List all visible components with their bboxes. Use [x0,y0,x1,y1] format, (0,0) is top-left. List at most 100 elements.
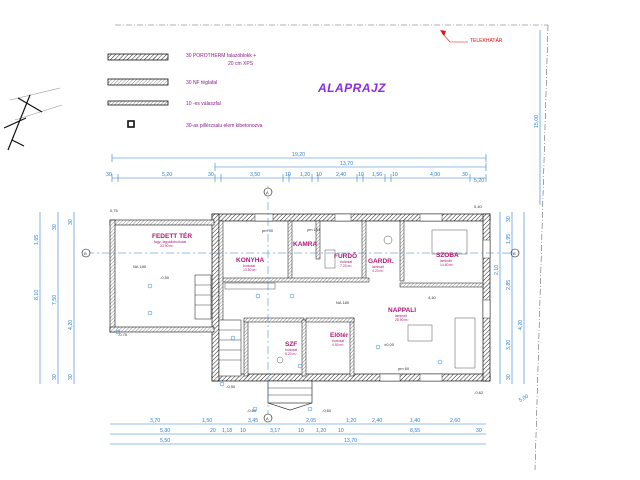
level-zero: ±0,00 [384,342,395,347]
room-gardr-sub1: laminált [372,265,384,269]
dim-r-2: 2,85 [506,280,512,290]
dim-b2-4: 3,17 [270,428,280,434]
room-eloter-sub1: burkolat [332,339,344,343]
dim-l-4: 4,20 [68,320,74,330]
section-line: B B A A [81,186,520,423]
dim-l-5: 30 [68,219,74,225]
dim-t-2: 30 [208,172,214,178]
entrance-steps [267,380,313,404]
room-szoba: SZOBA [436,252,459,259]
legend-text-4: 30-as pillérzsalu elem kibetonozva [186,123,263,129]
covered-stair [194,274,212,320]
dim-b3-1: 13,70 [344,438,357,444]
dim-r-1: 30 [506,216,512,222]
dim-t-3: 3,50 [250,172,260,178]
level-040: 0,40 [474,204,483,209]
level-neg050: -0,50 [160,275,170,280]
dim-l-1: 30 [52,224,58,230]
bed [431,229,468,255]
wall-hall-top [305,317,355,323]
wall-bath-right [361,220,367,282]
room-fedett-ter-sub1: fagy- fagyállóburkolat [154,240,186,244]
dim-b1-5: 2,40 [372,418,382,424]
dim-l-3: 7,50 [52,295,58,305]
dim-b2-6: 1,20 [316,428,326,434]
toilet [276,356,284,364]
dim-l-6: 30 [52,374,58,380]
dim-t-1: 5,20 [162,172,172,178]
room-eloter-sub2: 4.50 m² [332,343,344,347]
room-fedett-ter-sub2: 33.90 m² [160,244,174,248]
room-eloter: Előtér [330,332,349,339]
boundary-label: TELEKHATÁR [470,37,503,44]
dim-b2-5: 10 [298,428,304,434]
wall-wc-right [301,319,307,377]
dim-b1-6: 1,40 [410,418,420,424]
room-konyha: KONYHA [236,257,264,264]
dim-b3-0: 5,50 [160,438,170,444]
entry-stair-left [218,319,242,377]
room-konyha-sub1: burkolat [243,264,255,268]
wall-right [482,213,491,382]
room-gardr: GARDR. [368,258,394,265]
room-furdo-sub1: burkolat [340,260,352,264]
right-dimensions: 1,95 30 2,85 2,10 4,20 3,20 30 5,00 [494,212,530,404]
level-neg060b: -0,60 [322,408,332,413]
dim-r-3: 2,10 [494,265,500,275]
dim-t-13: 5,20 [474,178,484,184]
dim-t-10: 10 [392,172,398,178]
bathtub [324,249,336,269]
wall-kitchen-right [287,220,293,282]
level-markers: NA 180 NA 180 -0,50 -0.75 ±0,00 -0,90 -0… [110,204,484,413]
legend-text-1b: 20 cm XPS [228,61,254,67]
dim-r-7: 5,00 [518,393,530,403]
legend-swatch-porotherm [107,53,169,61]
room-fedett-ter: FEDETT TÉR [152,231,192,240]
room-szoba-sub2: 14.60 m² [440,263,454,267]
dim-t-0: 30 [106,172,112,178]
level-na180-left: NA 180 [133,264,147,269]
room-konyha-sub2: 13.50 m² [243,268,257,272]
dim-b1-0: 3,70 [150,418,160,424]
dim-l-7: 30 [68,374,74,380]
level-075: 0,75 [110,208,119,213]
dim-mid-total: 13,70 [340,161,353,167]
level-pm60: pm 60 [398,366,410,371]
legend-swatch-nf [107,78,169,86]
dim-t-9: 1,56 [372,172,382,178]
room-szf-sub2: 5.20 m² [285,352,297,356]
dim-r-0: 1,95 [506,234,512,244]
plan-title: ALAPRAJZ [317,81,386,95]
legend-swatch-piller [127,120,135,128]
dining-table [407,324,433,342]
dim-t-4: 10 [285,172,291,178]
level-neg090: -0,90 [226,384,236,389]
level-pm151: pm 151 [307,227,321,232]
dim-r-6: 30 [506,374,512,380]
room-kamra: KAMRA [293,241,317,248]
dim-b2-1: 20 [210,428,216,434]
dim-l-2: 8,10 [34,290,40,300]
dim-b2-7: 10 [338,428,344,434]
wall-kitchen-left [218,220,224,322]
level-neg060a: -0,60 [247,408,257,413]
dim-r-5: 3,20 [506,340,512,350]
dim-b1-7: 2,60 [450,418,460,424]
section-marker-right [510,248,520,258]
building-walls [109,213,491,411]
site-sketch [3,94,43,151]
room-szf-sub1: burkolat [285,348,297,352]
dim-t-5: 1,20 [300,172,310,178]
section-marker-left [81,248,91,258]
wall-pantry-right [315,220,321,260]
legend-text-3: 10 -es válaszfal [186,101,221,107]
level-440: 4,40 [428,295,437,300]
dim-overall: 19,20 [292,152,305,158]
section-label-left: B [84,251,87,256]
dim-b2-9: 30 [476,428,482,434]
wall-wc-left [243,319,249,377]
dim-l-0: 1,65 [34,235,40,245]
section-label-right: B [513,251,516,256]
dim-b1-2: 3,45 [248,418,258,424]
